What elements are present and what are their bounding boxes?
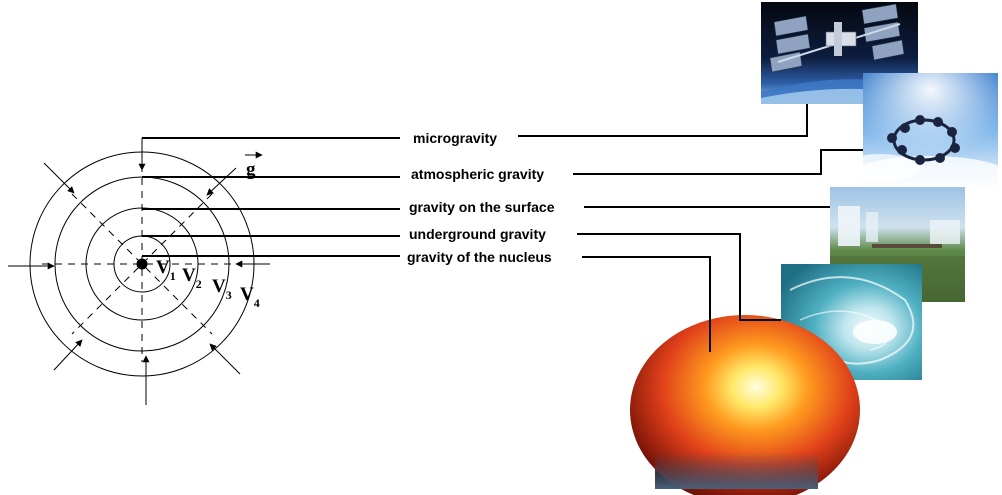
label-underground-gravity: underground gravity (409, 226, 546, 242)
label-gravity-on-surface: gravity on the surface (409, 199, 555, 215)
skydivers-photo (840, 73, 1002, 196)
label-microgravity: microgravity (413, 130, 497, 146)
leader-lines (142, 104, 863, 352)
arrow-top-left (43, 162, 75, 194)
arrow-bottom-right (209, 343, 241, 375)
v4-label: V4 (240, 284, 260, 310)
v1-label: V1 (156, 257, 176, 283)
field-arrows (8, 138, 270, 405)
leader-atmospheric-photo (573, 149, 863, 175)
concentric-field-diagram (8, 138, 270, 405)
earth-core-photo (630, 315, 860, 495)
center-dot (136, 258, 148, 270)
arrow-top-right (206, 167, 237, 196)
g-symbol: g (246, 159, 256, 180)
leader-nucleus-photo (582, 256, 711, 352)
dashed-axes (42, 165, 270, 362)
leader-microgravity-photo (518, 104, 808, 137)
v3-label: V3 (212, 276, 232, 302)
leader-underground-photo (577, 233, 781, 321)
label-atmospheric-gravity: atmospheric gravity (411, 166, 544, 182)
arrow-bottom-left (53, 339, 83, 371)
label-gravity-of-nucleus: gravity of the nucleus (407, 249, 552, 265)
v2-label: V2 (182, 265, 202, 291)
